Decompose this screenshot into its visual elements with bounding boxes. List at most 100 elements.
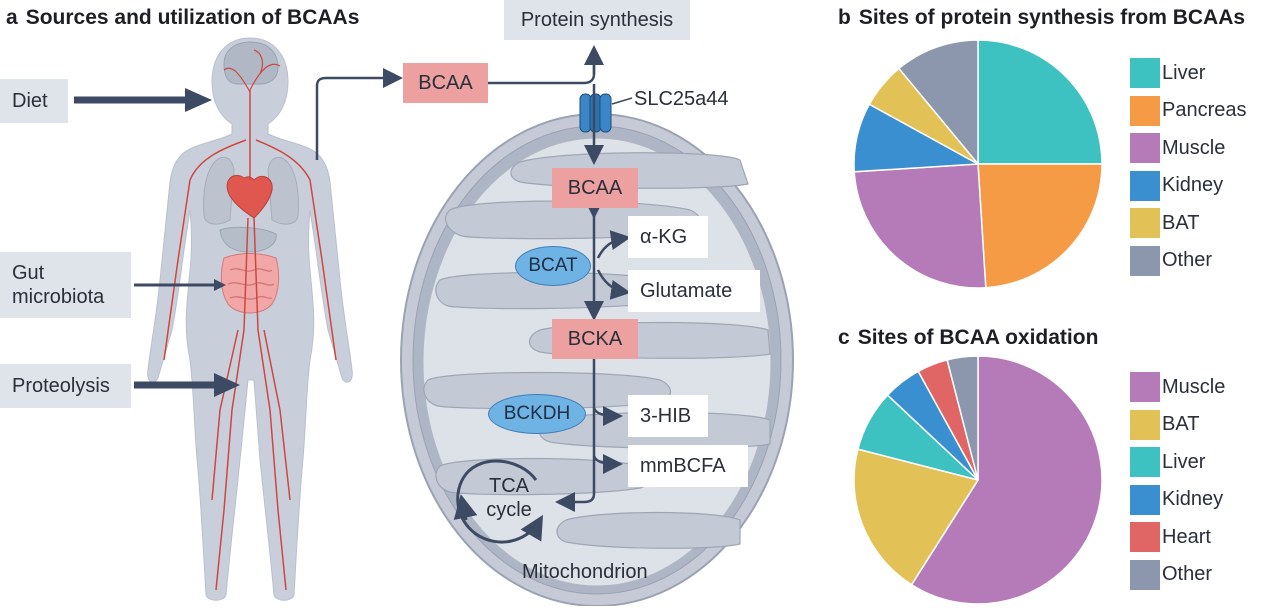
bcka-label: BCKA [567,327,623,350]
legend-label-pancreas: Pancreas [1162,99,1247,121]
human-body-illustration [147,37,353,601]
panel-b-letter: b [838,6,851,29]
glutamate-label: Glutamate [640,279,733,302]
slc25a44-pointer [611,97,633,105]
to-3hib-arrow [592,405,623,426]
pie-slice-muscle [910,355,1103,605]
akg-box: α-KG [628,216,708,258]
legend-swatch-muscle [1130,372,1160,402]
legend-label-bat: BAT [1162,413,1200,435]
3hib-box: 3-HIB [628,395,708,437]
gut-microbiota-box: Gut microbiota [0,252,131,318]
pie-slice-other [946,355,979,481]
panel-a-title-text: Sources and utilization of BCAAs [25,6,360,29]
legend-item-liver: Liver [1130,58,1205,88]
bcat-enzyme: BCAT [515,246,591,286]
tca-cycle-label: TCA cycle [484,474,534,522]
pie-slice-bat [853,448,980,586]
legend-swatch-bat [1130,208,1160,238]
mitochondrion-label: Mitochondrion [522,561,648,583]
legend-item-muscle: Muscle [1130,372,1225,402]
legend-label-liver: Liver [1162,61,1206,84]
legend-item-bat: BAT [1130,208,1199,238]
intestine-folds [227,268,275,300]
legend-label-kidney: Kidney [1162,174,1224,196]
legend-label-heart: Heart [1162,525,1211,548]
panel-c-title: c Sites of BCAA oxidation [838,326,1098,350]
gut-label: Gut [12,262,45,284]
legend-swatch-other [1130,245,1160,276]
pie-chart-protein-synthesis [853,39,1103,289]
bckdh-enzyme: BCKDH [488,394,586,434]
right-lung [267,156,299,225]
glutamate-box: Glutamate [628,270,760,312]
diet-label: Diet [12,90,48,112]
legend-item-other: Other [1130,245,1213,276]
bcaa-cytosol-box: BCAA [403,63,488,103]
legend-item-muscle: Muscle [1130,133,1225,163]
proteolysis-label: Proteolysis [12,375,110,397]
head-vessels [223,49,281,93]
legend-swatch-kidney [1130,484,1160,515]
tca-cycle-arrow-2 [453,494,478,521]
panel-c-title-text: Sites of BCAA oxidation [857,326,1099,349]
bcaa-to-transporter [488,45,604,85]
legend-swatch-bat [1130,409,1160,440]
panel-a-title: a Sources and utilization of BCAAs [6,6,359,30]
3hib-label: 3-HIB [640,404,692,427]
pie-slice-muscle [853,163,987,289]
cycle-label: cycle [486,499,532,521]
legend-label-other: Other [1162,249,1213,271]
legend-item-liver: Liver [1130,447,1205,477]
heart [226,174,273,219]
diet-arrow-head [185,88,212,112]
legend-label-other: Other [1162,563,1213,585]
liver [219,226,277,253]
body-silhouette [147,37,353,601]
panel-a-letter: a [6,6,18,29]
mmbcfa-box: mmBCFA [628,445,748,487]
legend-item-pancreas: Pancreas [1130,95,1247,126]
protein-synthesis-label: Protein synthesis [520,9,674,31]
microbiota-label: microbiota [12,286,105,308]
gut-arrow-head [214,279,226,291]
bcat-label: BCAT [528,255,578,276]
legend-label-bat: BAT [1162,211,1200,234]
bcat-to-akg [596,230,631,259]
mmbcfa-label: mmBCFA [640,454,726,477]
slc25a44-transporter [579,93,612,133]
diet-box: Diet [0,79,68,123]
legend-label-kidney: Kidney [1162,488,1224,510]
slc25a44-label: SLC25a44 [634,88,729,110]
bcaa-matrix-box: BCAA [552,168,638,208]
panel-c-letter: c [838,326,850,349]
legend-swatch-kidney [1130,170,1160,201]
akg-label: α-KG [640,225,688,248]
legend-swatch-other [1130,559,1160,590]
pie-slice-other [897,39,979,167]
pie-slice-pancreas [977,163,1103,289]
bcaa-matrix-label: BCAA [567,176,623,199]
legend-item-heart: Heart [1130,522,1211,552]
legend-label-muscle: Muscle [1162,375,1226,398]
to-mmbcfa-arrow [592,453,623,474]
tca-label: TCA [489,475,529,497]
legend-swatch-heart [1130,522,1160,552]
legend-label-muscle: Muscle [1162,136,1226,159]
bcaa-source-arrow [315,68,403,160]
legend-item-other: Other [1130,559,1213,590]
panel-b-title: b Sites of protein synthesis from BCAAs [838,6,1245,30]
protein-synthesis-box: Protein synthesis [504,0,690,40]
bcat-to-glutamate [596,269,631,300]
proteolysis-arrow-head [214,373,240,397]
pie-chart-bcaa-oxidation [853,355,1103,605]
proteolysis-box: Proteolysis [0,364,131,408]
pie-slice-liver [977,39,1103,165]
legend-label-liver: Liver [1162,450,1206,473]
bcka-box: BCKA [552,319,638,359]
legend-swatch-pancreas [1130,95,1160,126]
bckdh-label: BCKDH [503,403,571,424]
blood-vessels [163,90,337,591]
panel-b-title-text: Sites of protein synthesis from BCAAs [858,6,1246,29]
left-lung [203,156,235,225]
